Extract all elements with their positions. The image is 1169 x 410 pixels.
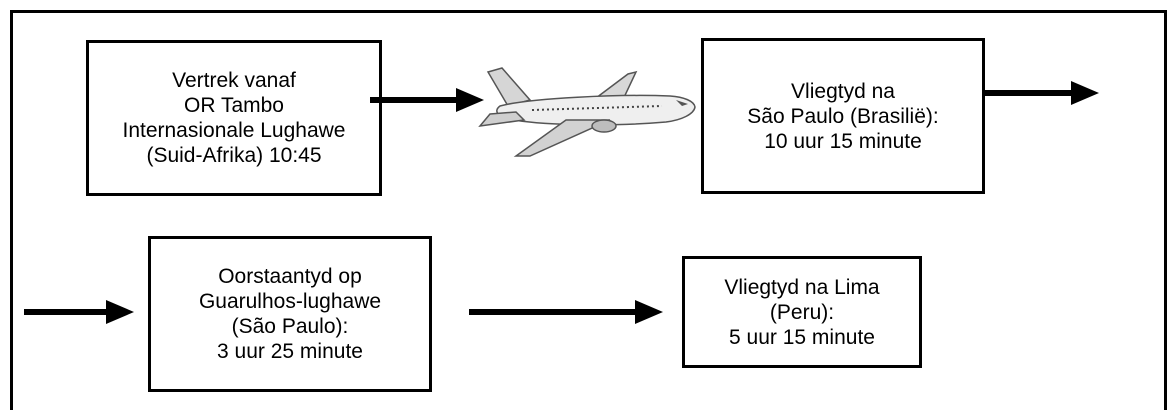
layover-box: Oorstaantyd op Guarulhos-lughawe (São Pa… [148, 236, 432, 392]
layover-line-2: Guarulhos-lughawe [198, 290, 382, 313]
flight-sao-paulo-line-3: 10 uur 15 minute [764, 129, 922, 153]
right-arrow-icon [469, 300, 663, 324]
diagram-frame [10, 10, 1167, 410]
airplane-icon [478, 67, 696, 157]
departure-line-4: (Suid-Afrika) 10:45 [146, 144, 322, 167]
flight-sao-paulo-box: Vliegtyd na São Paulo (Brasilië): 10 uur… [701, 38, 985, 194]
flight-sao-paulo-line-1: Vliegtyd na [791, 79, 895, 103]
flight-sao-paulo-line-2: São Paulo (Brasilië): [747, 104, 939, 128]
layover-line-1: Oorstaantyd op [218, 265, 362, 288]
right-arrow-icon [370, 88, 484, 112]
flight-lima-box: Vliegtyd na Lima (Peru): 5 uur 15 minute [682, 256, 922, 368]
departure-line-2: OR Tambo [184, 94, 284, 117]
flight-lima-line-3: 5 uur 15 minute [729, 325, 875, 349]
departure-line-1: Vertrek vanaf [172, 69, 296, 92]
departure-box: Vertrek vanaf OR Tambo Internasionale Lu… [86, 40, 382, 196]
flight-lima-line-2: (Peru): [769, 300, 835, 324]
layover-line-4: 3 uur 25 minute [217, 340, 363, 363]
layover-line-3: (São Paulo): [231, 315, 349, 338]
right-arrow-icon [24, 300, 134, 324]
departure-line-3: Internasionale Lughawe [122, 119, 346, 142]
flight-lima-line-1: Vliegtyd na Lima [724, 275, 880, 299]
right-arrow-icon [985, 81, 1099, 105]
